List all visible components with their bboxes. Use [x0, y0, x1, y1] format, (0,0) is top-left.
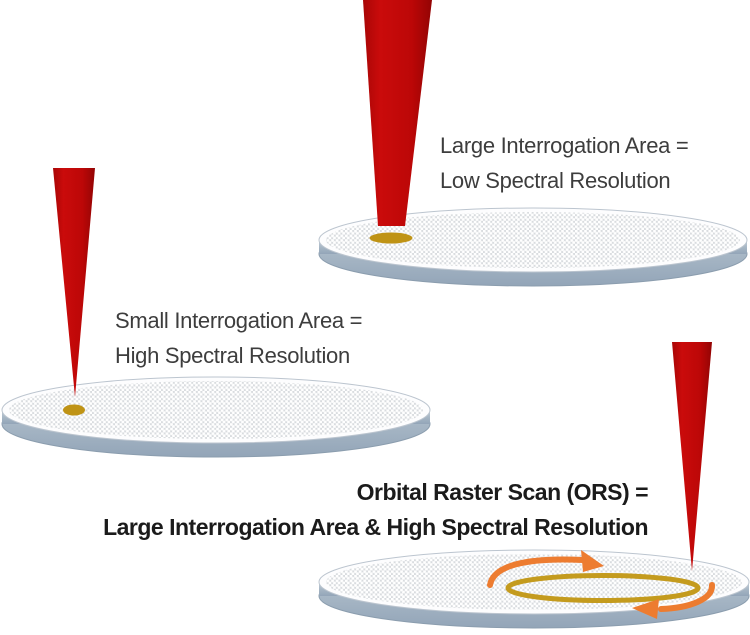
label-ors-heading: Orbital Raster Scan (ORS) = Large Interr… — [103, 475, 648, 545]
laser-beam-small — [53, 168, 95, 397]
orbital-scan-arrows — [487, 550, 715, 619]
sample-disk-large — [318, 207, 748, 287]
disk-texture — [9, 381, 423, 439]
laser-beam-ors — [672, 342, 712, 571]
scan-arrow-bottom-head — [632, 599, 659, 619]
disk-texture — [326, 554, 742, 610]
ablation-spot-large — [369, 232, 413, 244]
label-large-area-line1: Large Interrogation Area = — [440, 133, 689, 158]
orbit-ring — [505, 573, 701, 603]
label-ors-line2: Large Interrogation Area & High Spectral… — [103, 514, 648, 540]
label-large-area-line2: Low Spectral Resolution — [440, 168, 671, 193]
label-small-area-line1: Small Interrogation Area = — [115, 308, 363, 333]
label-ors-line1: Orbital Raster Scan (ORS) = — [356, 479, 649, 505]
label-large-area: Large Interrogation Area = Low Spectral … — [440, 128, 689, 198]
laser-beam-large — [363, 0, 432, 226]
label-small-area: Small Interrogation Area = High Spectral… — [115, 303, 362, 373]
label-small-area-line2: High Spectral Resolution — [115, 343, 350, 368]
scan-arrow-bottom — [658, 582, 715, 612]
disk-texture — [326, 212, 740, 268]
sample-disk-small — [1, 376, 431, 458]
scan-arrow-top-head — [581, 550, 604, 572]
scan-arrow-top — [487, 556, 586, 588]
ablation-spot-small — [63, 404, 85, 416]
